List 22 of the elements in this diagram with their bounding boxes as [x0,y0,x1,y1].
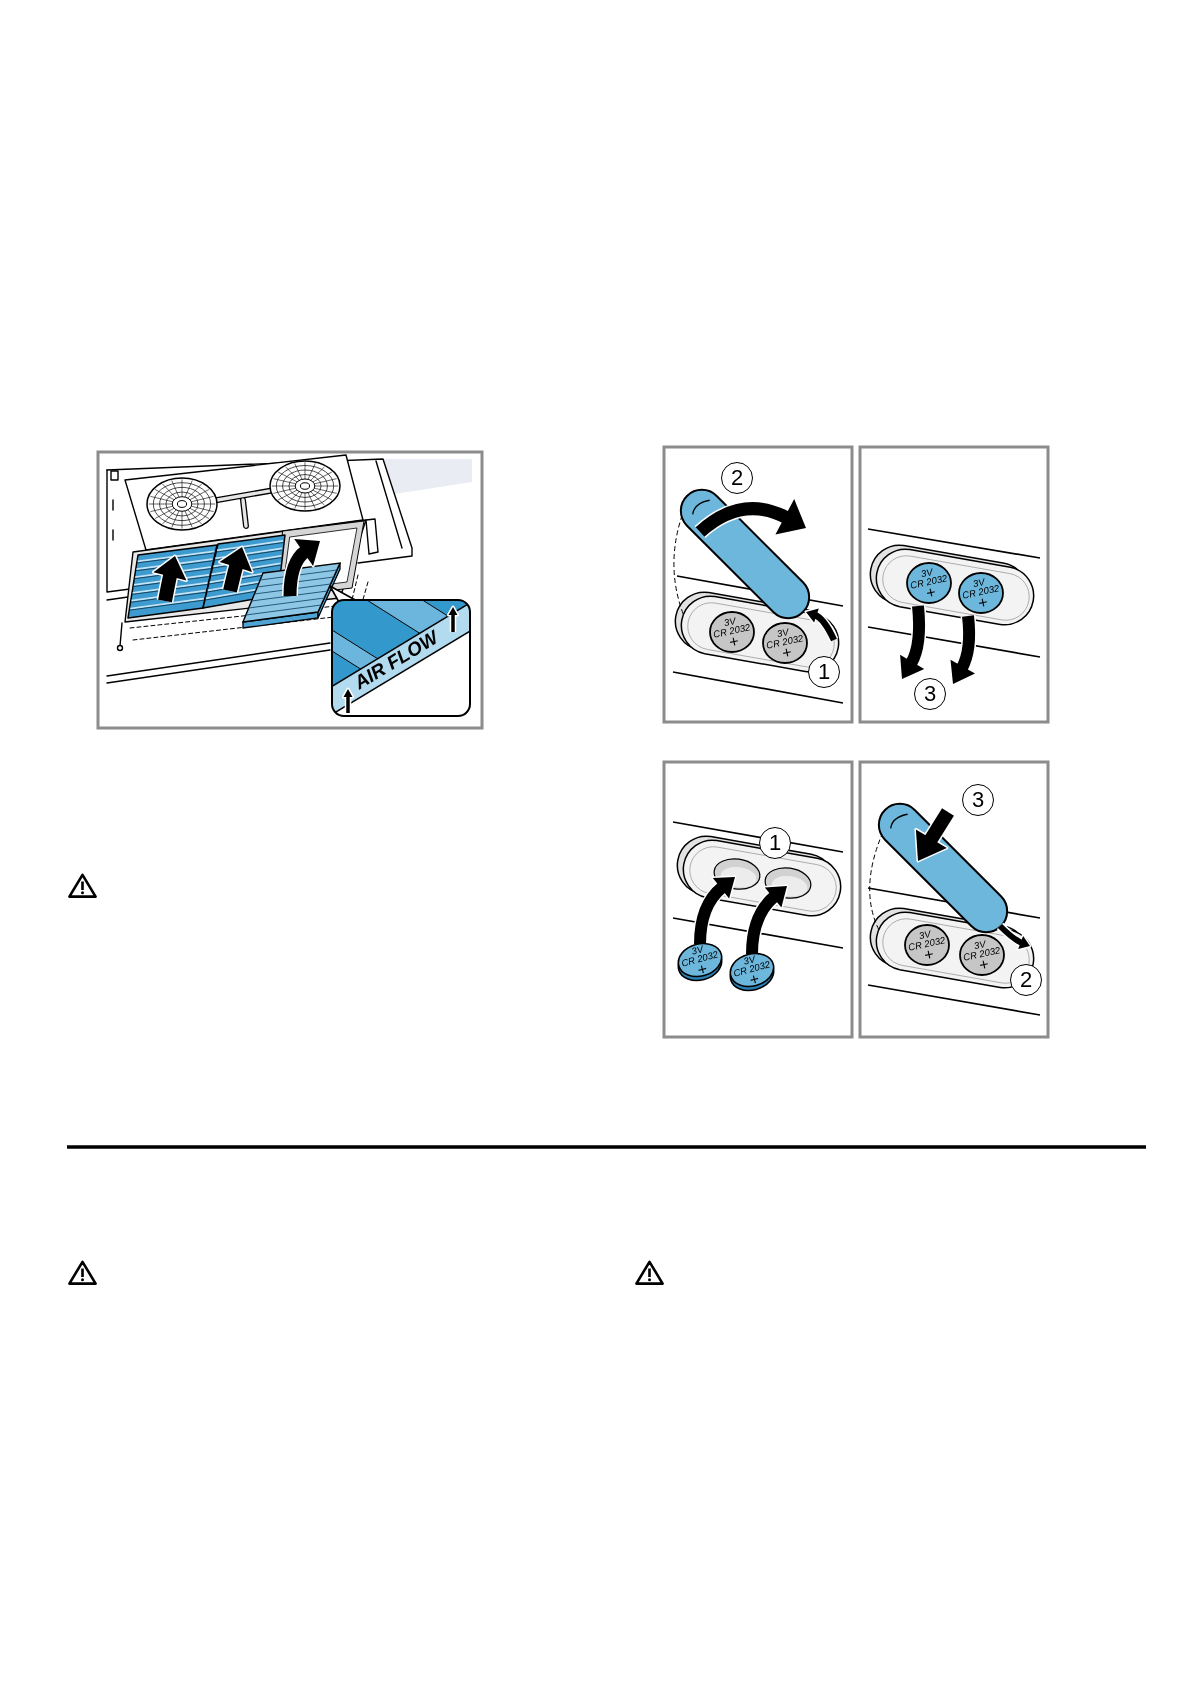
polarity-sign: + [977,595,989,609]
coin-battery [728,952,776,992]
polarity-sign: + [696,962,709,976]
coin-battery [906,562,952,604]
coin-battery [958,572,1004,614]
coin-battery [762,622,808,664]
coin-battery [709,611,755,653]
callout-number: 2 [1010,964,1042,996]
callout-number: 3 [962,784,994,816]
callout-number: 1 [808,656,840,688]
callout-number: 1 [759,827,791,859]
coin-battery [959,934,1005,976]
coin-battery [676,942,724,982]
polarity-sign: + [728,634,740,648]
coin-battery [904,924,950,966]
polarity-sign: + [978,957,990,971]
polarity-sign: + [748,972,761,986]
callout-number: 3 [914,678,946,710]
callout-number: 2 [721,462,753,494]
polarity-sign: + [781,645,793,659]
polarity-sign: + [923,947,935,961]
polarity-sign: + [925,585,937,599]
